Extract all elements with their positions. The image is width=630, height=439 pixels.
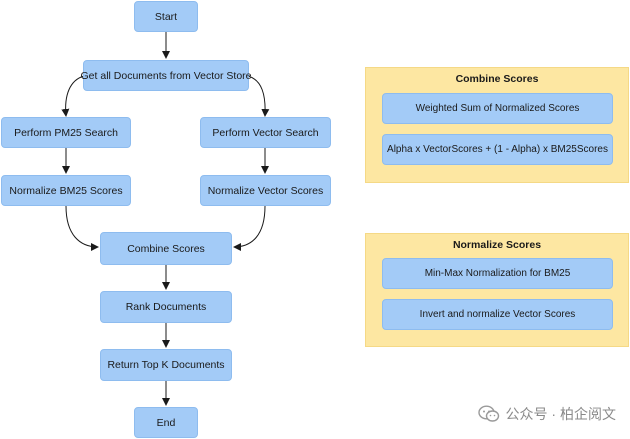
arrow-normalize-bm25-to-combine	[65, 205, 99, 251]
panel-combine-scores: Combine Scores Weighted Sum of Normalize…	[365, 67, 629, 183]
panel-combine-scores-title: Combine Scores	[455, 73, 539, 85]
panel-item-min-max: Min-Max Normalization for BM25	[382, 258, 613, 289]
panel-item-weighted-sum: Weighted Sum of Normalized Scores	[382, 93, 613, 124]
arrow-get-docs-to-pm25	[61, 75, 85, 117]
node-combine-scores: Combine Scores	[100, 232, 232, 265]
arrow-get-docs-to-vector	[247, 75, 270, 117]
arrow-normalize-vector-to-combine	[233, 205, 266, 251]
node-get-documents: Get all Documents from Vector Store	[81, 60, 252, 91]
watermark-text: 公众号 · 柏企阅文	[505, 406, 616, 422]
node-normalize-vector: Normalize Vector Scores	[200, 175, 331, 206]
node-end: End	[134, 407, 198, 438]
node-normalize-bm25: Normalize BM25 Scores	[1, 175, 131, 206]
panel-normalize-scores-title: Normalize Scores	[452, 239, 542, 251]
watermark: 公众号 · 柏企阅文	[477, 404, 616, 424]
panel-normalize-scores: Normalize Scores Min-Max Normalization f…	[365, 233, 629, 347]
node-start: Start	[134, 1, 198, 32]
node-pm25-search: Perform PM25 Search	[1, 117, 131, 148]
node-return-top-k: Return Top K Documents	[100, 349, 232, 381]
panel-item-alpha-formula: Alpha x VectorScores + (1 - Alpha) x BM2…	[382, 134, 613, 165]
node-rank-documents: Rank Documents	[100, 291, 232, 323]
wechat-icon	[477, 405, 500, 423]
node-vector-search: Perform Vector Search	[200, 117, 331, 148]
panel-item-invert-normalize: Invert and normalize Vector Scores	[382, 299, 613, 330]
